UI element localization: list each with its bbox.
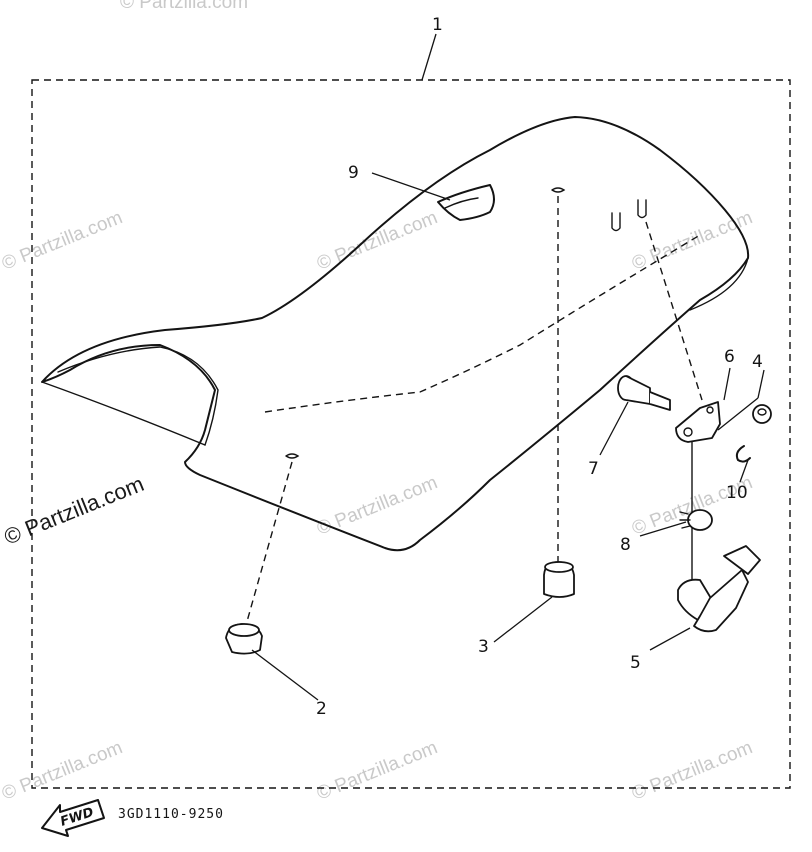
assembly-line-2: [245, 461, 293, 626]
mount-hook: [637, 199, 647, 219]
callout-2: 2: [316, 699, 327, 719]
watermark: © Partzilla.com: [314, 472, 441, 539]
leader-7: [599, 401, 629, 456]
part-8-spring: [679, 509, 713, 531]
watermark-prominent: © Partzilla.com: [1, 471, 148, 550]
part-4-grommet: [752, 404, 772, 424]
part-7-bolt: [617, 375, 671, 411]
part-10-clip: [735, 445, 751, 463]
mount-hole: [285, 453, 300, 459]
callout-8: 8: [620, 535, 631, 555]
watermark: © Partzilla.com: [314, 737, 441, 804]
leader-4b: [757, 369, 765, 399]
assembly-boundary: [31, 79, 791, 789]
leader-8: [639, 521, 687, 537]
leader-1: [421, 33, 437, 81]
leader-4a: [717, 397, 759, 431]
leader-9: [371, 172, 451, 201]
watermark: © Partzilla.com: [120, 0, 248, 13]
callout-6: 6: [724, 347, 735, 367]
part-6-bracket: [675, 401, 721, 443]
callout-4: 4: [752, 352, 763, 372]
drawing-code: 3GD1110-9250: [118, 807, 224, 822]
seat-body: [41, 116, 750, 552]
callout-3: 3: [478, 637, 489, 657]
part-5-seat-lock: [677, 545, 761, 633]
watermark: © Partzilla.com: [0, 207, 126, 274]
watermark: © Partzilla.com: [629, 207, 756, 274]
seat-cover-seam: [264, 234, 701, 413]
watermark: © Partzilla.com: [314, 207, 441, 274]
leader-5: [649, 627, 691, 651]
leader-10: [739, 459, 749, 483]
mount-hook: [611, 212, 621, 232]
callout-5: 5: [630, 653, 641, 673]
callout-10: 10: [726, 483, 748, 503]
part-2-damper: [225, 623, 263, 655]
callout-7: 7: [588, 459, 599, 479]
callout-1: 1: [432, 15, 443, 35]
watermark: © Partzilla.com: [629, 737, 756, 804]
seat-strap-opening: [437, 184, 495, 221]
mount-hole: [551, 187, 566, 193]
leader-6: [723, 367, 731, 401]
watermark: © Partzilla.com: [0, 737, 126, 804]
leader-3: [493, 596, 553, 643]
part-3-damper: [543, 561, 575, 598]
forward-arrow-icon: FWD: [41, 799, 105, 837]
leader-2: [251, 649, 319, 701]
callout-9: 9: [348, 163, 359, 183]
